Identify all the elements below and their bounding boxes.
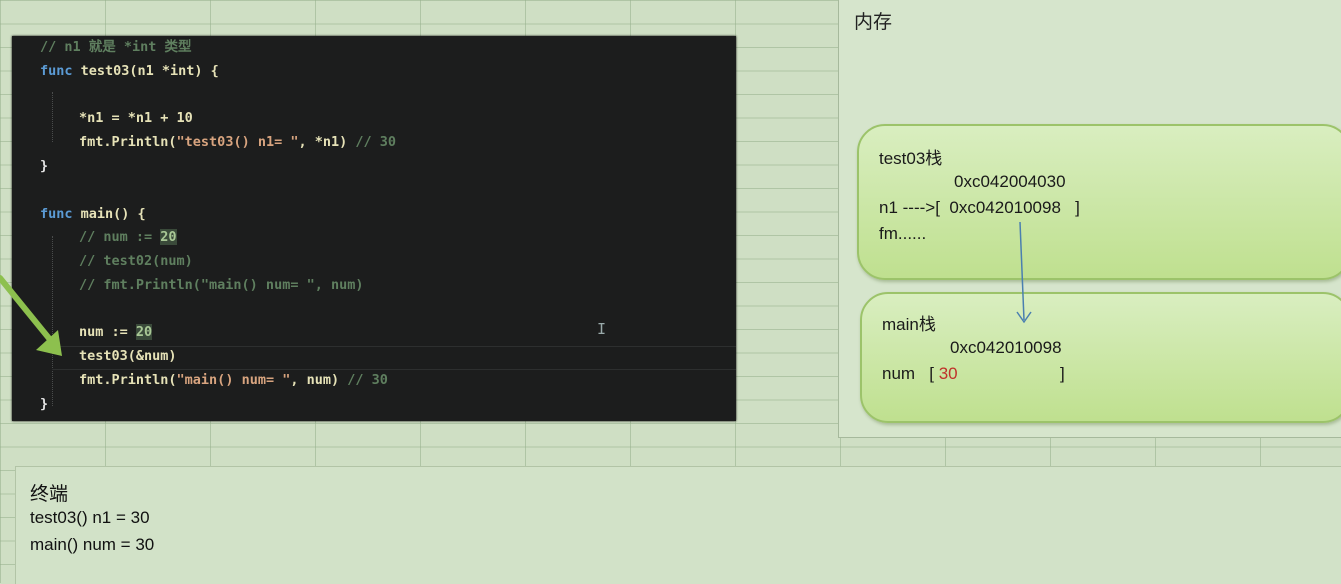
- string-literal: "main() num= ": [176, 372, 291, 388]
- stack-address: 0xc042010098: [950, 338, 1062, 357]
- code-line[interactable]: *n1 = *n1 + 10: [79, 107, 193, 129]
- string-literal: "test03() n1= ": [176, 134, 299, 150]
- pointer-arrow-icon: [1016, 221, 1032, 324]
- terminal-title: 终端: [30, 484, 69, 505]
- terminal-output-line: main() num = 30: [30, 535, 155, 554]
- stack-label: test03栈: [879, 149, 943, 168]
- test03-stack-box: test03栈 0xc042004030 n1 ---->[ 0xc042010…: [857, 124, 1341, 280]
- keyword: func: [40, 206, 73, 222]
- code-line[interactable]: fmt.Println("test03() n1= ", *n1) // 30: [79, 131, 396, 153]
- code-text: , *n1): [298, 134, 356, 150]
- num-bracket: ]: [1060, 364, 1065, 383]
- text-cursor-icon: I: [597, 320, 607, 338]
- terminal-panel: [15, 466, 1341, 584]
- num-variable: num [ 30: [882, 364, 958, 384]
- num-value: 30: [938, 364, 958, 383]
- code-line[interactable]: // test02(num): [79, 250, 193, 272]
- code-line[interactable]: num := 20: [79, 321, 153, 343]
- terminal-output-line: test03() n1 = 30: [30, 508, 150, 527]
- code-text: fmt.Println(: [79, 372, 177, 388]
- num-label: num [: [882, 364, 939, 383]
- stack-address: 0xc042004030: [954, 172, 1066, 191]
- code-comment: // num :=: [79, 229, 161, 245]
- code-comment: // 30: [355, 134, 397, 150]
- pointer-variable: n1 ---->[ 0xc042010098 ]: [879, 198, 1080, 217]
- stack-label: main栈: [882, 315, 936, 334]
- code-text: test03(n1 *int) {: [72, 63, 219, 79]
- code-line[interactable]: }: [40, 155, 48, 177]
- indent-guide: [52, 236, 53, 406]
- code-comment: // fmt.Println("main() num= ", num): [79, 277, 364, 293]
- code-line[interactable]: fmt.Println("main() num= ", num) // 30: [79, 369, 388, 391]
- code-line[interactable]: }: [40, 393, 48, 415]
- code-text: }: [40, 158, 49, 174]
- main-stack-box: main栈 0xc042010098 num [ 30 ]: [860, 292, 1341, 423]
- code-line[interactable]: // n1 就是 *int 类型: [40, 36, 192, 58]
- code-line[interactable]: func main() {: [40, 203, 146, 225]
- code-line[interactable]: // fmt.Println("main() num= ", num): [79, 274, 363, 296]
- code-text: fmt.Println(: [79, 134, 177, 150]
- code-text: num :=: [79, 324, 136, 340]
- code-editor[interactable]: // n1 就是 *int 类型 func test03(n1 *int) { …: [12, 36, 736, 421]
- code-comment: // n1 就是 *int 类型: [40, 39, 192, 55]
- stack-ellipsis: fm......: [879, 224, 927, 243]
- code-text: test03(&num): [79, 348, 177, 364]
- keyword: func: [40, 63, 73, 79]
- code-text: *n1 = *n1 + 10: [79, 110, 193, 126]
- memory-title: 内存: [854, 12, 893, 33]
- number-literal: 20: [160, 229, 177, 245]
- code-text: main() {: [72, 206, 146, 222]
- indent-guide: [52, 92, 53, 142]
- code-comment: // 30: [347, 372, 388, 388]
- code-text: }: [40, 396, 49, 412]
- code-text: , num): [290, 372, 348, 388]
- code-comment: // test02(num): [79, 253, 193, 269]
- current-line-highlight: [52, 346, 736, 370]
- number-literal: 20: [135, 324, 153, 340]
- code-line[interactable]: test03(&num): [79, 345, 177, 367]
- code-line[interactable]: func test03(n1 *int) {: [40, 60, 219, 82]
- annotation-arrow-icon: [0, 275, 62, 356]
- code-line[interactable]: // num := 20: [79, 226, 177, 248]
